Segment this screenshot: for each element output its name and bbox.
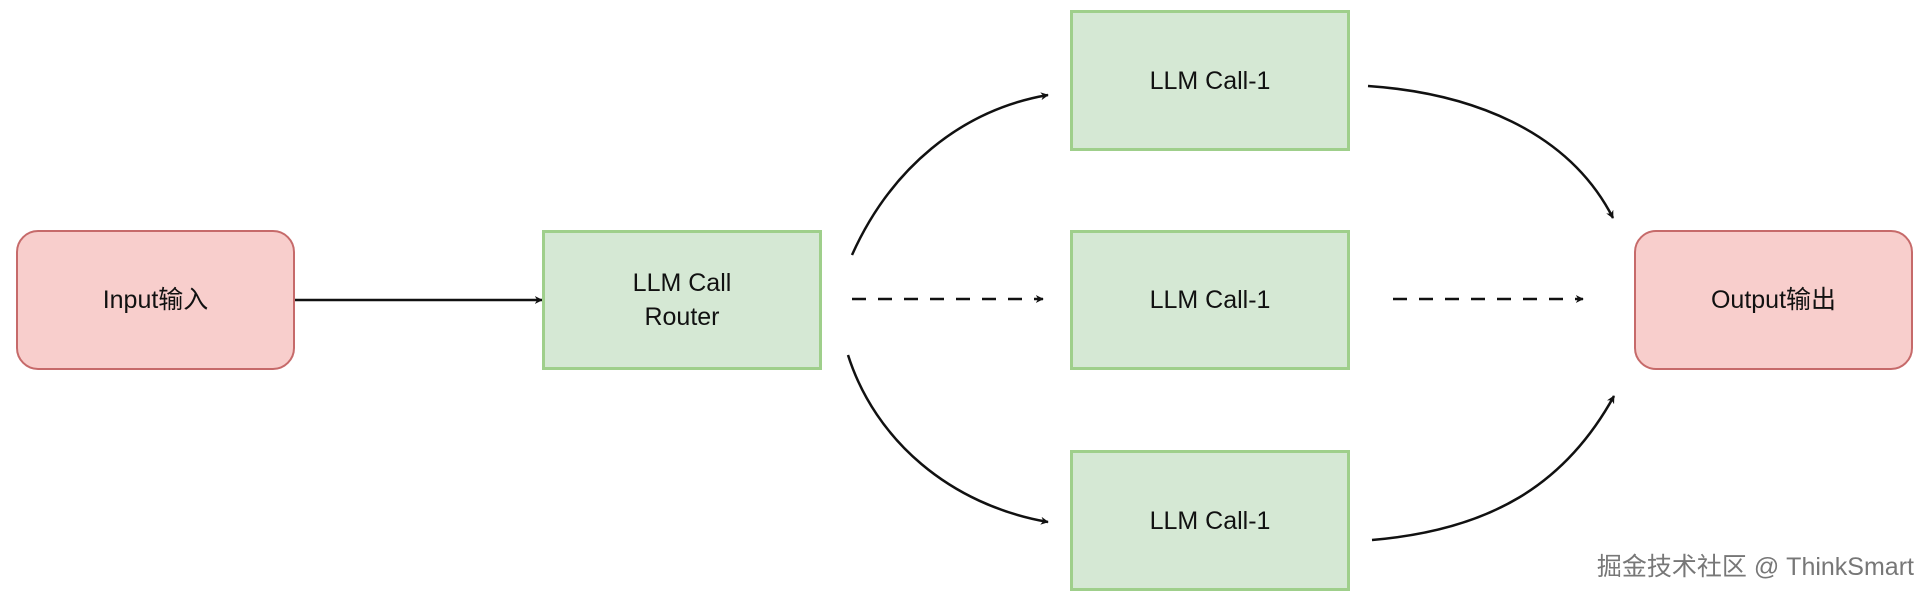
output-node: Output输出 bbox=[1634, 230, 1913, 370]
input-node-label: Input输入 bbox=[102, 286, 209, 314]
edge-router-to-llm-call-top bbox=[850, 92, 1049, 256]
watermark-text: 掘金技术社区 @ ThinkSmart bbox=[1596, 553, 1914, 581]
llm-call-bottom-node: LLM Call-1 bbox=[1070, 450, 1350, 591]
router-node-label: LLM Call Router bbox=[633, 266, 732, 334]
edge-llm-call-top-to-output bbox=[1367, 84, 1615, 219]
llm-call-middle-label: LLM Call-1 bbox=[1149, 286, 1271, 314]
llm-call-top-label: LLM Call-1 bbox=[1149, 66, 1271, 95]
llm-call-middle-node: LLM Call-1 bbox=[1070, 230, 1350, 370]
llm-call-bottom-label: LLM Call-1 bbox=[1149, 506, 1271, 535]
input-node: Input输入 bbox=[16, 230, 295, 370]
edge-llm-call-bottom-to-output bbox=[1371, 395, 1616, 542]
output-node-label: Output输出 bbox=[1710, 286, 1837, 314]
router-node-label-line-1: LLM Call bbox=[632, 269, 732, 297]
llm-call-top-node: LLM Call-1 bbox=[1070, 10, 1350, 151]
edge-router-to-llm-call-bottom bbox=[846, 354, 1049, 525]
router-node-label-line-2: Router bbox=[644, 303, 720, 331]
router-node: LLM Call Router bbox=[542, 230, 822, 370]
